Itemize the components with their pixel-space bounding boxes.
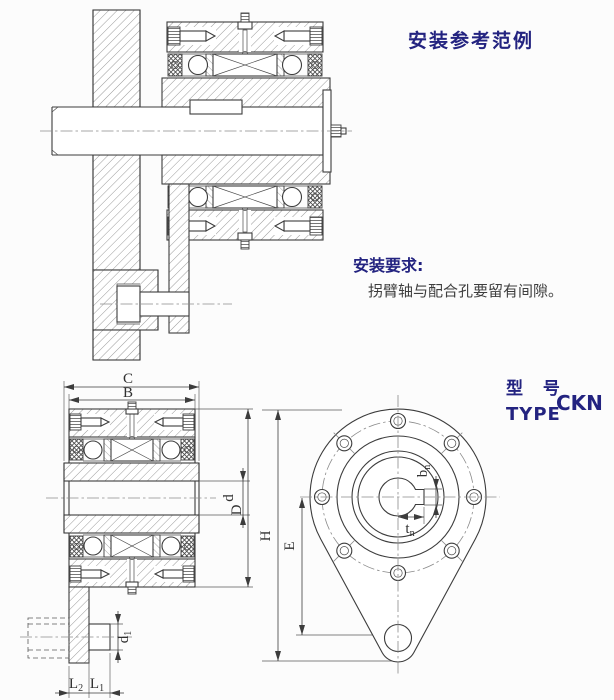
dim-label-C: C [123,371,133,387]
dim-H: H [258,409,396,662]
page-title: 安装参考范例 [408,29,534,52]
dim-D: D [195,408,253,588]
bearing-row [167,53,323,77]
dim-bn: bn [415,465,442,518]
dim-label-H: H [258,530,274,541]
requirements-line: 拐臂轴与配合孔要留有间隙。 [368,282,563,300]
set-screw [153,413,195,431]
torque-arm-section [27,586,111,664]
set-screw [69,413,111,431]
dim-d1: d1 [110,611,134,663]
dim-d: d [199,468,250,528]
dim-C: C [63,371,200,461]
dim-label-bn: bn [415,465,433,478]
housing-section [68,401,196,595]
dim-B: B [68,385,196,409]
phantom-crank-arm [27,617,70,659]
requirements-heading: 安装要求: [353,256,423,275]
dim-label-tn: tn [405,521,414,539]
grease-fitting [237,205,253,250]
grease-fitting [125,554,139,595]
installation-example-drawing [40,9,352,361]
grease-fitting [125,401,139,442]
dim-label-d: d [221,494,237,502]
set-screw [153,565,195,583]
dim-label-d1: d1 [116,631,134,644]
bearing-row [69,438,195,462]
set-screw [69,565,111,583]
type-model: CKN [556,391,603,415]
bearing-row [69,534,195,558]
section-view-drawing: C B d D H E [20,371,396,698]
set-screw [273,26,323,46]
type-label-en: TYPE [506,404,561,425]
dim-L2-L1: L2 L1 [55,653,124,698]
dim-label-L1: L1 [90,676,104,694]
dim-label-D: D [229,504,245,515]
front-view-drawing: bn tn [300,395,500,676]
dim-label-E: E [282,541,298,550]
dim-label-B: B [123,385,133,401]
type-block: 型 号 TYPE CKN [506,378,603,425]
bearing-row [167,185,323,209]
inner-hub [63,462,200,534]
dim-tn: tn [398,507,425,539]
grease-fitting [237,12,253,57]
shaft-key [189,99,243,115]
flange-outline [309,408,487,663]
set-screw [167,26,217,46]
dim-label-L2: L2 [69,676,83,694]
set-screw [273,216,323,236]
type-label-cn: 型 号 [506,378,567,399]
